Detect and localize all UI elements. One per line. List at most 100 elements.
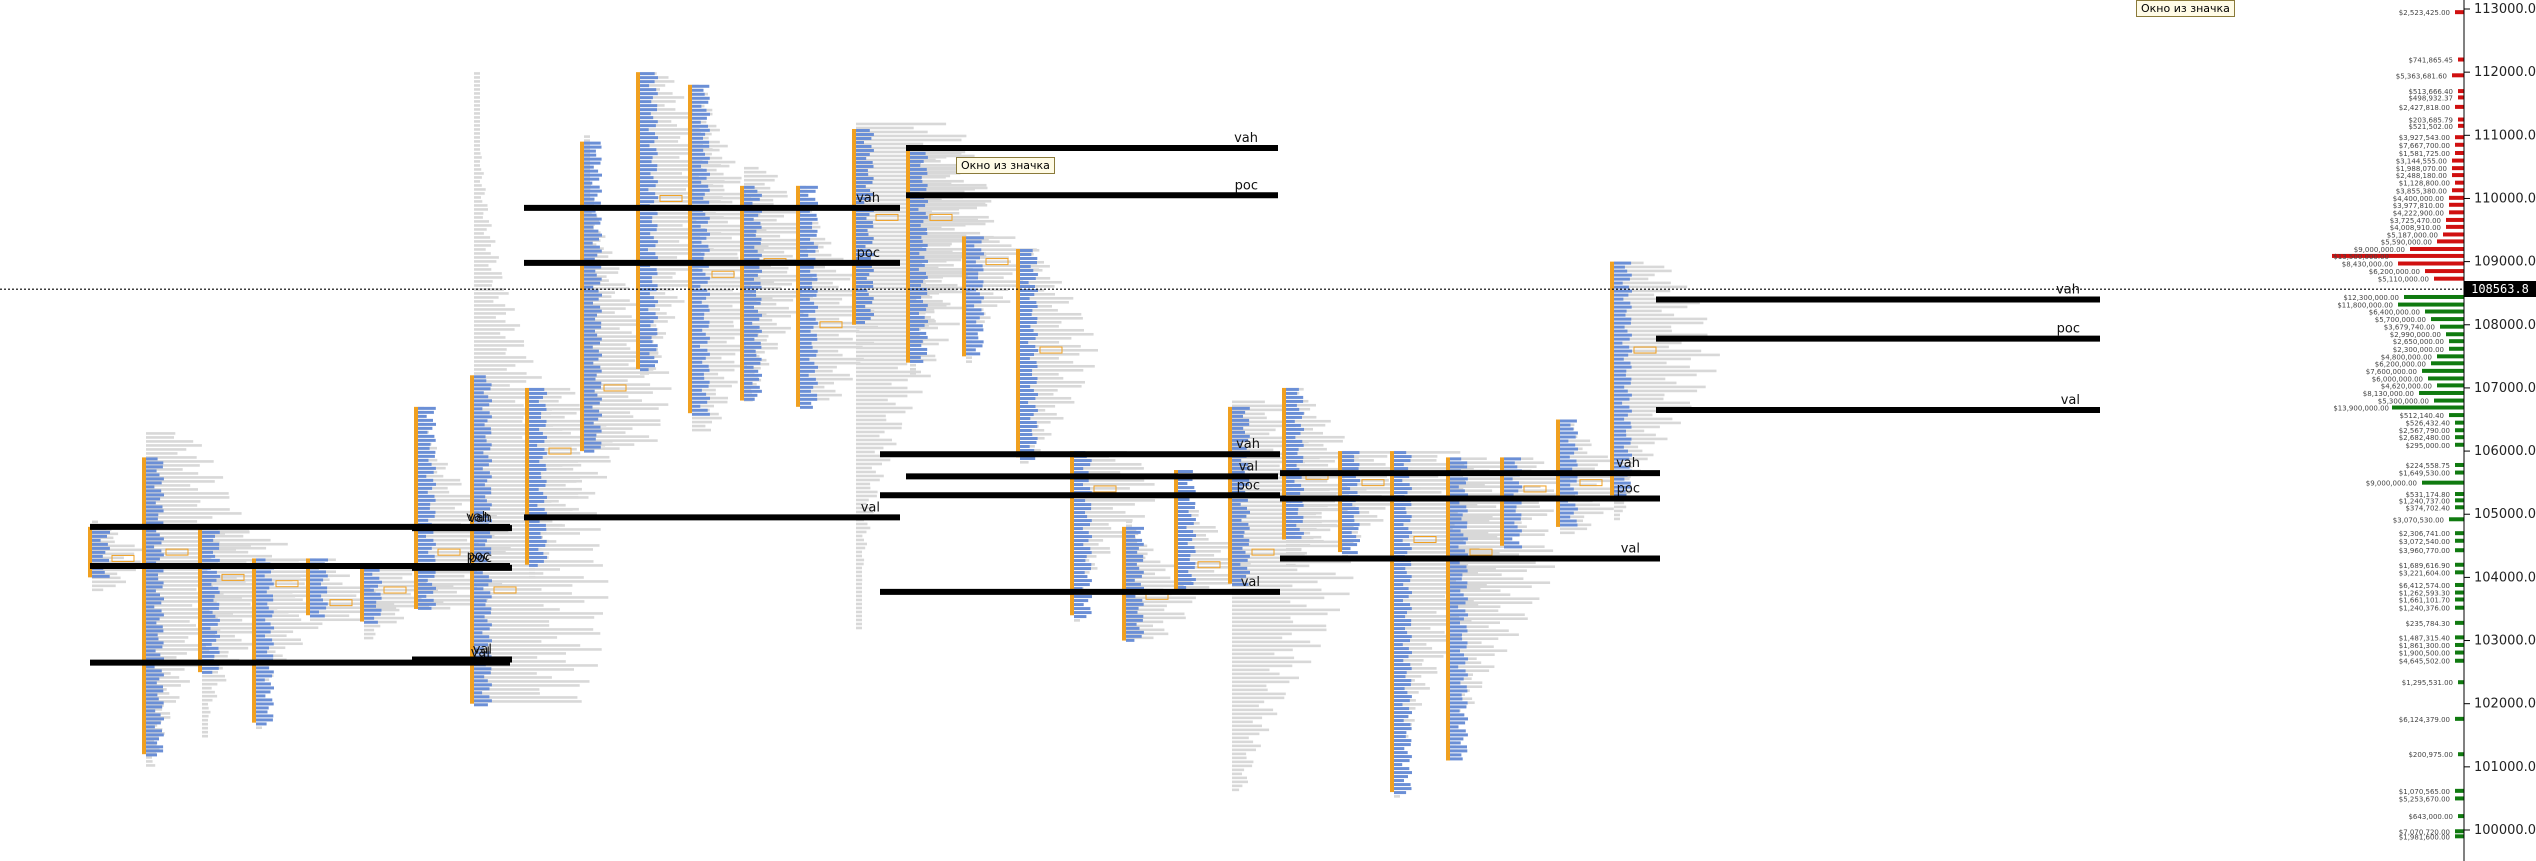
histogram-bar — [1232, 444, 1290, 448]
histogram-bar — [910, 371, 916, 375]
histogram-bar — [146, 756, 152, 759]
histogram-bar — [1450, 573, 1502, 576]
histogram-bar — [418, 542, 479, 546]
volume-segment-bar — [1560, 431, 1578, 435]
histogram-bar — [966, 288, 1009, 291]
histogram-bar — [1394, 531, 1489, 534]
volume-segment-bar — [692, 128, 710, 132]
histogram-bar — [640, 152, 691, 155]
histogram-bar — [529, 575, 536, 579]
histogram-bar — [1286, 539, 1324, 543]
histogram-bar — [529, 483, 566, 487]
order-book-value: $5,363,681.60 — [2396, 72, 2447, 80]
volume-segment-bar — [146, 521, 164, 525]
histogram-bar — [474, 308, 515, 311]
histogram-bar — [1614, 289, 1671, 293]
order-book-value: $4,800,000.00 — [2381, 353, 2432, 361]
volume-segment-bar — [1394, 571, 1407, 575]
volume-segment-bar — [800, 277, 818, 281]
histogram-bar — [1020, 280, 1062, 284]
volume-segment-bar — [1126, 626, 1140, 630]
order-book-value: $5,300,000.00 — [2378, 398, 2429, 406]
volume-segment-bar — [1394, 515, 1412, 519]
histogram-bar — [1286, 511, 1322, 515]
volume-segment-bar — [1232, 462, 1249, 466]
volume-segment-bar — [1614, 393, 1632, 397]
histogram-bar — [1504, 461, 1545, 464]
volume-segment-bar — [692, 172, 710, 176]
histogram-bar — [202, 678, 227, 682]
histogram-bar — [1232, 600, 1291, 604]
volume-segment-bar — [966, 252, 984, 256]
volume-segment-bar — [856, 280, 873, 284]
histogram-bar — [202, 686, 212, 690]
histogram-bar — [529, 451, 581, 455]
volume-segment-bar — [1232, 482, 1249, 486]
volume-segment-bar — [692, 196, 704, 200]
volume-segment-bar — [1394, 703, 1403, 707]
volume-segment-bar — [1394, 707, 1410, 711]
volume-segment-bar — [640, 80, 655, 84]
order-book-value: $4,645,502.00 — [2399, 658, 2450, 666]
histogram-bar — [1020, 460, 1029, 464]
histogram-bar — [529, 419, 585, 423]
volume-segment-bar — [584, 301, 593, 305]
histogram-bar — [640, 256, 678, 259]
volume-segment-bar — [310, 594, 322, 598]
histogram-bar — [146, 476, 224, 479]
volume-segment-bar — [529, 407, 547, 411]
volume-segment-bar — [1178, 574, 1192, 578]
histogram-bar — [1232, 628, 1327, 632]
volume-segment-bar — [1232, 406, 1250, 410]
histogram-bar — [1020, 300, 1069, 304]
histogram-bar — [1286, 467, 1355, 471]
order-book-bar — [2455, 597, 2464, 602]
histogram-bar — [256, 646, 286, 650]
volume-segment-bar — [474, 443, 492, 447]
histogram-bar — [256, 610, 329, 614]
histogram-bar — [1074, 463, 1142, 466]
histogram-bar — [474, 220, 489, 223]
histogram-bar — [202, 626, 275, 630]
histogram-bar — [1394, 675, 1422, 678]
volume-segment-bar — [474, 411, 490, 415]
volume-segment-bar — [1074, 579, 1092, 583]
volume-segment-bar — [1394, 719, 1404, 723]
volume-segment-bar — [474, 387, 491, 391]
histogram-bar — [1232, 488, 1330, 492]
volume-segment-bar — [1504, 513, 1522, 517]
volume-segment-bar — [529, 559, 544, 563]
histogram-bar — [640, 96, 685, 99]
volume-segment-bar — [1450, 553, 1468, 557]
volume-segment-bar — [1504, 517, 1521, 521]
volume-segment-bar — [1074, 463, 1091, 467]
histogram-bar — [692, 148, 720, 152]
order-book-bar — [2455, 570, 2464, 575]
volume-segment-bar — [146, 725, 155, 729]
histogram-bar — [474, 608, 560, 611]
volume-segment-bar — [418, 494, 435, 498]
volume-segment-bar — [1020, 432, 1033, 436]
histogram-bar — [474, 400, 516, 403]
histogram-bar — [256, 618, 302, 622]
histogram-bar — [1020, 376, 1064, 380]
val-label: val — [473, 642, 492, 657]
histogram-bar — [1614, 449, 1643, 453]
volume-segment-bar — [146, 653, 161, 657]
volume-segment-bar — [1450, 585, 1467, 589]
volume-segment-bar — [910, 331, 927, 335]
volume-segment-bar — [1450, 701, 1468, 705]
histogram-bar — [744, 254, 793, 258]
histogram-bar — [856, 402, 896, 406]
histogram-bar — [1394, 451, 1461, 454]
histogram-bar — [1074, 467, 1144, 470]
volume-segment-bar — [800, 189, 816, 193]
volume-segment-bar — [202, 614, 216, 618]
volume-segment-bar — [1560, 507, 1578, 511]
volume-segment-bar — [1394, 623, 1412, 627]
histogram-bar — [856, 278, 926, 282]
histogram-bar — [474, 340, 524, 343]
order-book-bar — [2437, 239, 2464, 244]
range-bar — [360, 564, 364, 622]
histogram-bar — [1450, 581, 1551, 584]
